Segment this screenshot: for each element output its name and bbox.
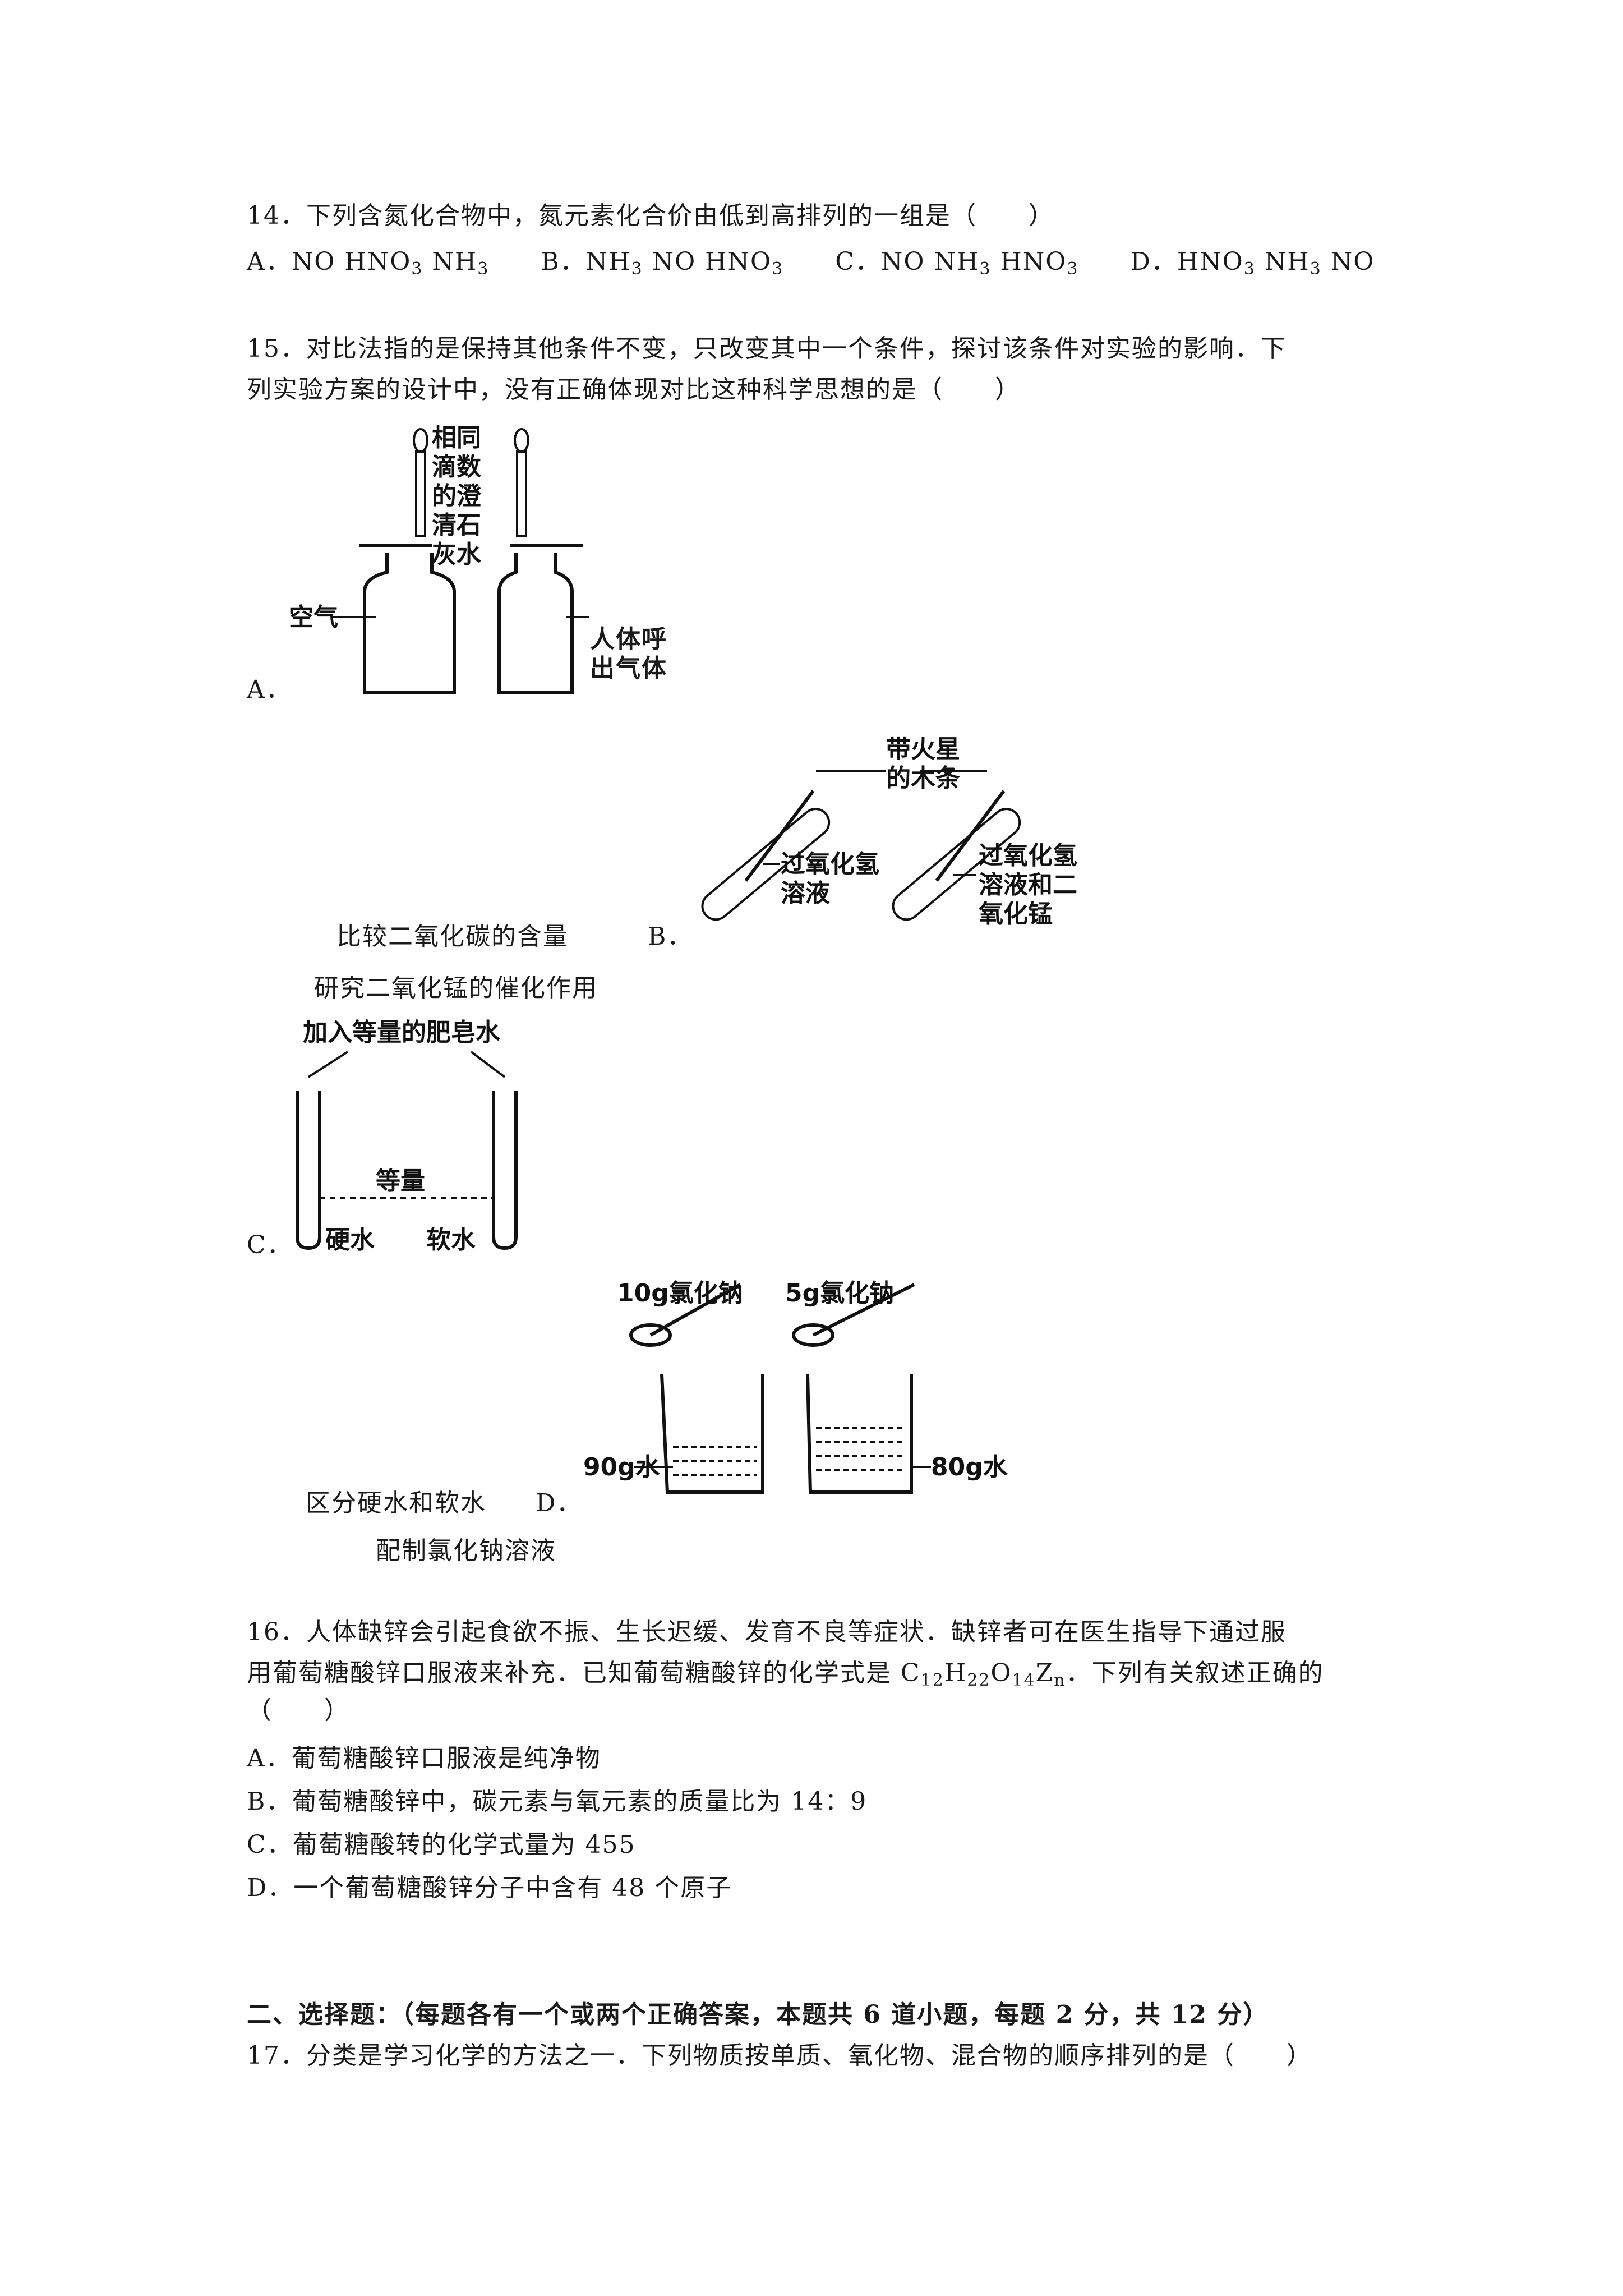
q16-option-d: D．一个葡萄糖酸锌分子中含有 48 个原子	[247, 1874, 732, 1902]
figure-b-test-tubes: 带火星 的木条 过氧化氢 溶液 过氧化氢 溶液和二 氧化锰	[701, 735, 1077, 928]
dropper-left-icon	[413, 428, 428, 537]
test-tube-hard-water	[296, 1091, 321, 1250]
q15-option-d-label: D．	[536, 1489, 583, 1517]
q14-option-c: C．NO NH3 HNO3	[835, 247, 1079, 279]
bottle-right	[497, 553, 574, 694]
q15-caption-a: 比较二氧化碳的含量	[336, 922, 569, 951]
q15-option-a-label: A．	[247, 675, 292, 704]
q15-stem-line1: 15．对比法指的是保持其他条件不变，只改变其中一个条件，探讨该条件对实验的影响．…	[247, 334, 1287, 363]
q15-stem-line2: 列实验方案的设计中，没有正确体现对比这种科学思想的是（ ）	[247, 375, 1021, 404]
beaker-left	[660, 1374, 764, 1494]
q14-option-a: A．NO HNO3 NH3	[247, 247, 490, 279]
fig-a-label-5: 灰水	[432, 540, 482, 569]
fig-d-right-water-label: 80g水	[931, 1453, 1008, 1481]
q16-stem-line3: （ ）	[247, 1696, 350, 1725]
figure-a-gas-bottles: 相同 滴数 的澄 清石 灰水 空气	[289, 424, 589, 694]
q16-stem-line1: 16．人体缺锌会引起食欲不振、生长迟缓、发育不良等症状．缺锌者可在医生指导下通过…	[247, 1618, 1287, 1646]
fig-a-breath-label-2: 出气体	[590, 654, 667, 683]
spoon-right-icon	[812, 1283, 915, 1337]
q16-option-a: A．葡萄糖酸锌口服液是纯净物	[247, 1744, 601, 1773]
fig-b-left-label-1: 过氧化氢	[781, 850, 879, 878]
q16-option-c: C．葡萄糖酸转的化学式量为 455	[247, 1830, 636, 1859]
section-2-heading: 二、选择题：（每题各有一个或两个正确答案，本题共 6 道小题，每题 2 分，共 …	[247, 2000, 1269, 2029]
figure-c-soap-water: 加入等量的肥皂水 等量 硬水 软水	[296, 1018, 518, 1254]
test-tube-soft-water	[492, 1091, 518, 1250]
fig-a-label-2: 滴数	[432, 453, 481, 481]
wooden-stick-right	[935, 790, 1006, 882]
fig-b-stick-label-1: 带火星	[886, 735, 960, 763]
wooden-stick-left	[744, 790, 815, 882]
q16-stem-line2: 用葡萄糖酸锌口服液来补充．已知葡萄糖酸锌的化学式是 C12H22O14Zn．下列…	[247, 1659, 1324, 1690]
q15-option-c-label: C．	[247, 1231, 293, 1259]
beaker-right	[806, 1374, 913, 1494]
fig-c-top-label: 加入等量的肥皂水	[303, 1018, 501, 1047]
q14-option-b: B．NH3 NO HNO3	[541, 247, 784, 279]
fig-b-right-label-3: 氧化锰	[979, 900, 1053, 928]
fig-c-hard-label: 硬水	[325, 1226, 375, 1254]
fig-a-label-4: 清石	[432, 511, 481, 540]
fig-a-label-3: 的澄	[432, 482, 482, 510]
fig-a-air-label: 空气	[289, 603, 338, 632]
fig-c-middle-label: 等量	[376, 1167, 425, 1195]
dropper-right-icon	[514, 428, 529, 537]
fig-b-right-label-2: 溶液和二	[979, 871, 1077, 899]
q15-option-b-label: B．	[648, 922, 693, 951]
q14-option-d: D．HNO3 NH3 NO	[1130, 247, 1375, 279]
q15-caption-c: 区分硬水和软水	[306, 1489, 486, 1517]
fig-a-label-1: 相同	[432, 424, 481, 452]
q15-caption-d: 配制氯化钠溶液	[376, 1536, 556, 1565]
test-tube-left	[701, 808, 831, 921]
q17-stem: 17．分类是学习化学的方法之一．下列物质按单质、氧化物、混合物的顺序排列的是（ …	[247, 2041, 1312, 2070]
fig-b-stick-label-2: 的木条	[886, 764, 960, 793]
fig-b-left-label-2: 溶液	[781, 879, 830, 908]
q16-option-b: B．葡萄糖酸锌中，碳元素与氧元素的质量比为 14：9	[247, 1787, 868, 1816]
bottle-left	[363, 553, 456, 694]
q14-options: A．NO HNO3 NH3 B．NH3 NO HNO3 C．NO NH3 HNO…	[247, 245, 1375, 279]
fig-c-soft-label: 软水	[426, 1226, 476, 1254]
fig-a-breath-label-1: 人体呼	[590, 625, 667, 654]
fig-b-right-label-1: 过氧化氢	[979, 841, 1077, 870]
q15-caption-b: 研究二氧化锰的催化作用	[314, 974, 598, 1002]
q14-stem: 14．下列含氮化合物中，氮元素化合价由低到高排列的一组是（ ）	[247, 201, 1054, 230]
figure-d-beakers: 10g氯化钠 5g氯化钠 90g水 80g水	[583, 1279, 1008, 1494]
